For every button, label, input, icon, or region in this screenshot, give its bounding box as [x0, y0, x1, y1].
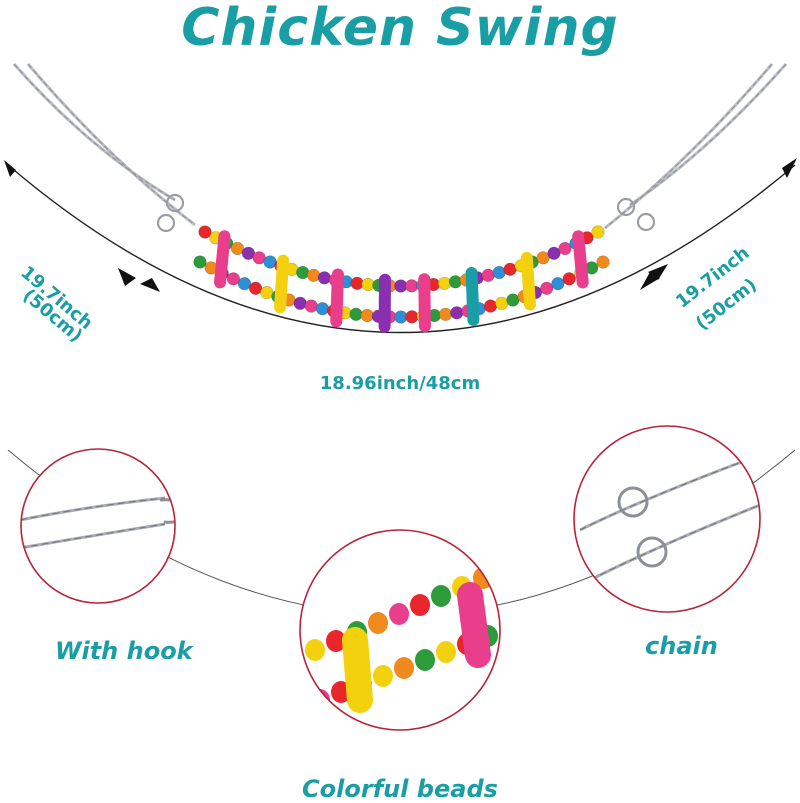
bead-bottom-row: [395, 311, 408, 324]
zoom-bead: [431, 585, 451, 607]
beads-callout: Colorful beads: [0, 775, 800, 803]
zoom-rung: [355, 640, 360, 700]
bead-bottom-row: [294, 297, 307, 310]
bead-bottom-row: [316, 302, 329, 315]
zoom-bead: [368, 612, 388, 634]
bead-top-row: [504, 263, 517, 276]
bead-top-row: [559, 242, 572, 255]
bead-top-row: [351, 277, 364, 290]
bead-bottom-row: [507, 294, 520, 307]
bead-bottom-row: [261, 286, 274, 299]
wooden-rung: [280, 261, 283, 308]
bead-top-row: [307, 269, 320, 282]
zoom-rung: [470, 595, 478, 655]
wooden-rung: [424, 279, 425, 326]
arrow-head-left-end: [4, 160, 16, 177]
bead-bottom-row: [552, 277, 565, 290]
bead-top-row: [493, 266, 506, 279]
bead-bottom-row: [406, 311, 419, 324]
bead-bottom-row: [439, 308, 452, 321]
arrow-head-right-end: [782, 158, 797, 178]
zoom-bead: [499, 617, 519, 639]
chain-left: [14, 64, 195, 231]
zoom-bead: [494, 558, 514, 580]
zoom-bead: [436, 641, 456, 663]
zoom-bead: [415, 649, 435, 671]
zoom-bead: [394, 657, 414, 679]
chain-detail-circle: [574, 426, 760, 612]
bead-bottom-row: [484, 300, 497, 313]
zoom-bead: [305, 639, 325, 661]
wooden-rung: [472, 273, 474, 320]
wooden-rung: [527, 258, 530, 305]
bead-bottom-row: [540, 282, 553, 295]
wooden-rung: [336, 275, 338, 322]
bead-bottom-row: [495, 297, 508, 310]
chain-callout: chain: [645, 632, 718, 660]
bead-bottom-row: [597, 256, 610, 269]
wooden-rung: [578, 236, 583, 282]
arrow-tick-left-b: [140, 278, 160, 292]
zoom-bead: [373, 665, 393, 687]
bead-bottom-row: [350, 308, 363, 321]
bead-top-row: [482, 269, 495, 282]
bead-bottom-row: [451, 307, 464, 320]
bead-top-row: [548, 247, 561, 260]
bead-bottom-row: [305, 300, 318, 313]
guide-curve-top: [8, 165, 795, 333]
arrow-tick-left-a: [118, 268, 136, 286]
hook-callout: With hook: [55, 637, 193, 665]
zoom-bead: [389, 603, 409, 625]
bead-bottom-row: [361, 309, 374, 322]
zoom-bead: [310, 689, 330, 711]
bead-top-row: [296, 266, 309, 279]
bead-bottom-row: [249, 282, 262, 295]
bead-ladder: [194, 226, 610, 327]
bead-bottom-row: [238, 277, 251, 290]
bead-bottom-row: [563, 273, 576, 286]
bead-top-row: [438, 277, 451, 290]
bead-bottom-row: [194, 256, 207, 269]
bead-top-row: [318, 272, 331, 285]
hook-detail-circle: [20, 449, 186, 603]
wooden-rung: [220, 236, 225, 282]
bead-top-row: [449, 276, 462, 289]
zoom-bead: [410, 594, 430, 616]
chain-right: [605, 64, 786, 230]
beads-detail-circle: [300, 530, 519, 730]
width-measurement: 18.96inch/48cm: [0, 373, 800, 394]
bead-bottom-row: [227, 273, 240, 286]
bead-top-row: [592, 226, 605, 239]
